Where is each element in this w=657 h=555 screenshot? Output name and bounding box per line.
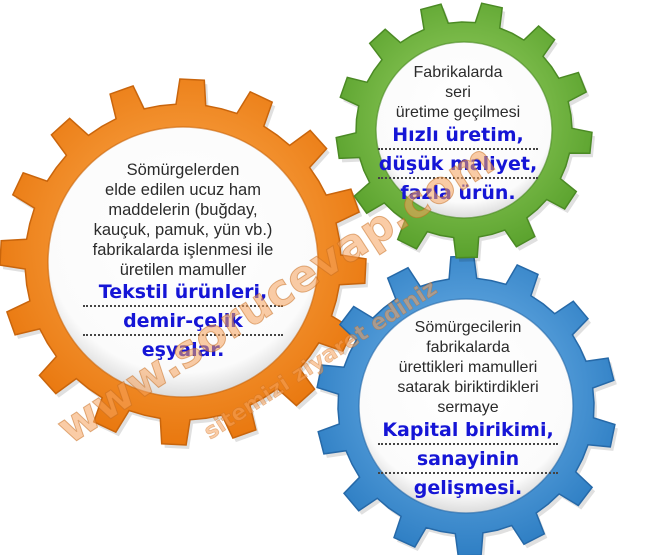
blue-gear — [316, 255, 618, 555]
blue-desc-line-3: ürettikleri mamulleri — [398, 359, 538, 376]
orange-desc-line-1: Sömürgelerden — [126, 161, 240, 179]
blue-desc-line-4: satarak biriktirdikleri — [397, 379, 539, 396]
orange-gear-text: Sömürgelerden elde edilen ucuz ham madde… — [83, 160, 283, 365]
green-answer-line-2: düşük maliyet, — [378, 152, 538, 179]
orange-description: Sömürgelerden elde edilen ucuz ham madde… — [83, 160, 283, 280]
orange-gear — [0, 78, 369, 449]
orange-answer-line-1: Tekstil ürünleri, — [83, 280, 283, 307]
green-description: Fabrikalarda seri üretime geçilmesi — [378, 63, 538, 123]
blue-answer: Kapital birikimi, sanayinin gelişmesi. — [378, 418, 558, 501]
blue-gear-text: Sömürgecilerin fabrikalarda ürettikleri … — [378, 318, 558, 503]
blue-gear-center — [358, 298, 574, 514]
green-desc-line-1: Fabrikalarda — [413, 64, 503, 81]
orange-desc-line-5: fabrikalarda işlenmesi ile — [92, 241, 274, 259]
orange-answer: Tekstil ürünleri, demir-çelik eşyalar. — [83, 280, 283, 363]
orange-gear-center — [47, 126, 319, 398]
green-gear-text: Fabrikalarda seri üretime geçilmesi Hızl… — [378, 63, 538, 208]
blue-desc-line-5: sermaye — [437, 399, 499, 416]
green-gear — [335, 2, 595, 262]
blue-answer-line-3: gelişmesi. — [413, 477, 523, 499]
blue-desc-line-1: Sömürgecilerin — [414, 319, 522, 336]
green-answer: Hızlı üretim, düşük maliyet, fazla ürün. — [378, 123, 538, 206]
orange-desc-line-2: elde edilen ucuz ham — [105, 181, 261, 199]
blue-answer-line-1: Kapital birikimi, — [378, 418, 558, 445]
blue-description: Sömürgecilerin fabrikalarda ürettikleri … — [378, 318, 558, 418]
blue-desc-line-2: fabrikalarda — [426, 339, 510, 356]
green-answer-line-3: fazla ürün. — [400, 182, 516, 204]
green-desc-line-2: seri — [445, 84, 471, 101]
orange-desc-line-4: kauçuk, pamuk, yün vb.) — [93, 221, 273, 239]
orange-desc-line-6: üretilen mamuller — [119, 261, 247, 279]
orange-desc-line-3: maddelerin (buğday, — [108, 201, 258, 219]
green-answer-line-1: Hızlı üretim, — [378, 123, 538, 150]
orange-answer-line-3: eşyalar. — [141, 339, 225, 361]
green-gear-center — [375, 41, 553, 219]
orange-answer-line-2: demir-çelik — [83, 309, 283, 336]
green-desc-line-3: üretime geçilmesi — [395, 104, 521, 121]
blue-answer-line-2: sanayinin — [378, 447, 558, 474]
